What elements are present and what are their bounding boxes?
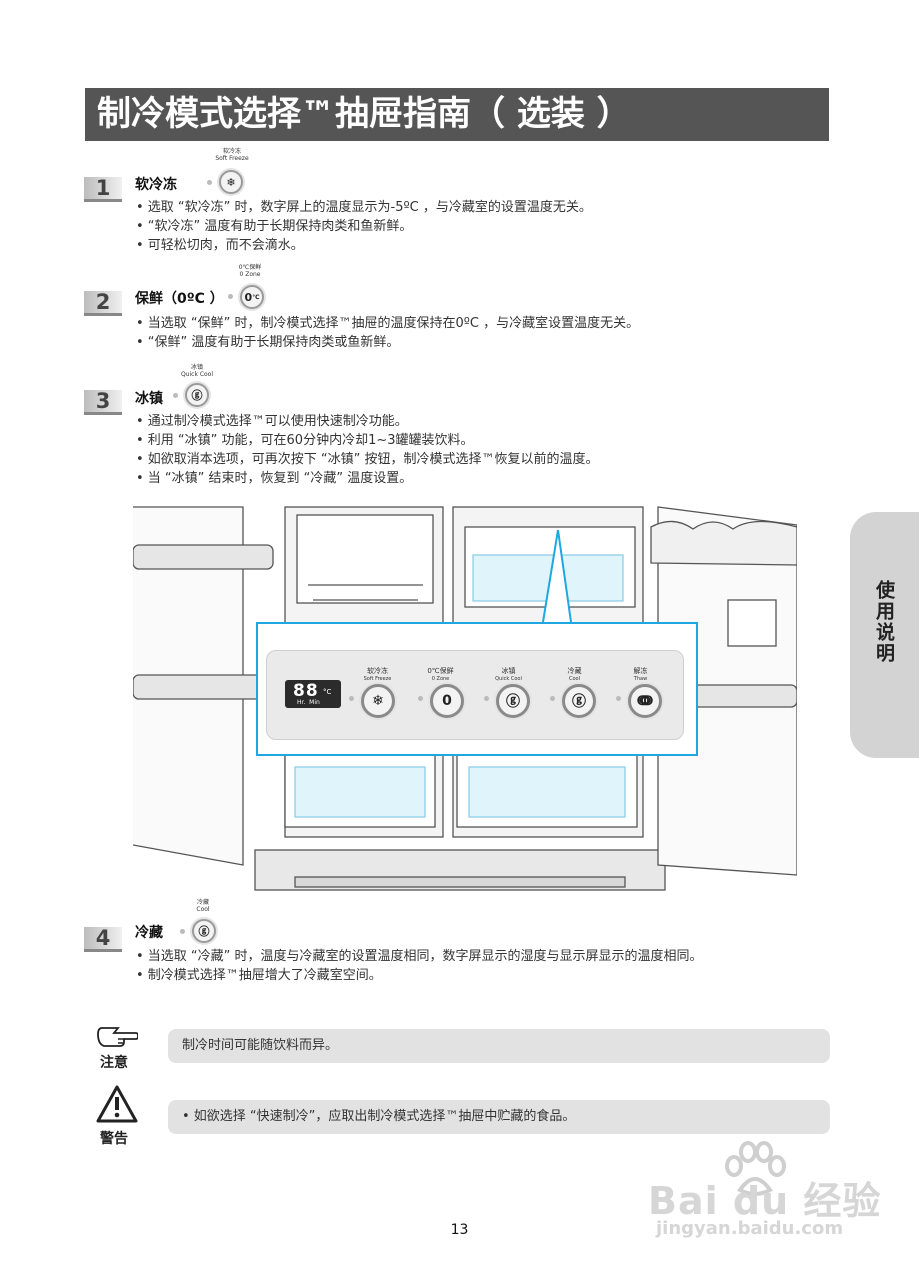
- step-2-bullets: • 当选取 “保鲜” 时，制冷模式选择™抽屉的温度保持在0ºC ，与冷藏室设置温…: [136, 316, 640, 350]
- cool-drop-icon: ⓖ: [192, 919, 216, 943]
- step-2-title: 保鲜（0ºC ）: [135, 291, 224, 307]
- panel-label-thaw: 解冻 Thaw: [633, 667, 648, 682]
- zero-zone-button[interactable]: 0: [430, 684, 464, 718]
- step-4-title: 冷藏: [135, 925, 163, 941]
- step-4-number: 4: [84, 927, 122, 952]
- panel-label-quick-cool: 冰镇 Quick Cool: [495, 667, 522, 682]
- warning-label: 警告: [100, 1131, 128, 1147]
- step-3-icon-label: 冰镇 Quick Cool: [180, 364, 214, 378]
- indicator-dot: [349, 696, 354, 701]
- panel-label-cool: 冷藏 Cool: [567, 667, 582, 682]
- caution-label: 注意: [100, 1055, 128, 1071]
- indicator-dot: [418, 696, 423, 701]
- warning-triangle-icon: [96, 1085, 138, 1123]
- panel-label-soft-freeze: 软冷冻 Soft Freeze: [363, 667, 392, 682]
- indicator-dot: [228, 294, 233, 299]
- step-1-bullets: • 选取 “软冷冻” 时，数字屏上的温度显示为-5ºC ，与冷藏室的设置温度无关…: [136, 200, 592, 253]
- paw-icon: [725, 1141, 786, 1196]
- page-number: 13: [450, 1222, 469, 1238]
- side-tab-label: 使用说明: [873, 580, 895, 664]
- step-2-icon-label: 0℃保鲜 0 Zone: [238, 264, 262, 278]
- step-3-title: 冰镇: [135, 391, 163, 407]
- zero-degree-icon: 0℃: [240, 285, 264, 309]
- step-3-number: 3: [84, 390, 122, 415]
- cool-button[interactable]: ⓖ: [562, 684, 596, 718]
- quick-cool-icon: ⓖ: [185, 383, 209, 407]
- snowflake-icon: ❄: [219, 170, 243, 194]
- baidu-watermark: Bai du 经验 jingyan.baidu.com: [648, 1140, 882, 1250]
- watermark-url: jingyan.baidu.com: [656, 1218, 844, 1239]
- thaw-button[interactable]: ↈ: [628, 684, 662, 718]
- quick-cool-button[interactable]: ⓖ: [496, 684, 530, 718]
- soft-freeze-button[interactable]: ❄: [361, 684, 395, 718]
- side-tab: [850, 512, 919, 758]
- caution-box: 制冷时间可能随饮料而异。: [168, 1029, 830, 1063]
- indicator-dot: [550, 696, 555, 701]
- page-title: 制冷模式选择™抽屉指南（ 选装 ）: [97, 94, 631, 134]
- step-4-bullets: • 当选取 “冷藏” 时，温度与冷藏室的设置温度相同，数字屏显示的湿度与显示屏显…: [136, 949, 703, 983]
- step-1-title: 软冷冻: [135, 177, 177, 193]
- step-4-icon-label: 冷藏 Cool: [196, 899, 210, 913]
- step-3-bullets: • 通过制冷模式选择™可以使用快速制冷功能。 • 利用 “冰镇” 功能，可在60…: [136, 414, 599, 486]
- step-1-number: 1: [84, 177, 122, 202]
- step-1-icon-label: 软冷冻 Soft Freeze: [215, 148, 249, 162]
- pointing-hand-icon: [97, 1027, 138, 1047]
- indicator-dot: [180, 929, 185, 934]
- panel-label-0-zone: 0℃保鲜 0 Zone: [427, 667, 454, 682]
- indicator-dot: [173, 393, 178, 398]
- indicator-dot: [616, 696, 621, 701]
- watermark-brand: Bai du 经验: [648, 1179, 882, 1223]
- indicator-dot: [207, 180, 212, 185]
- temperature-display: 88 °C Hr. Min: [285, 680, 341, 708]
- indicator-dot: [484, 696, 489, 701]
- warning-box: • 如欲选择 “快速制冷”，应取出制冷模式选择™抽屉中贮藏的食品。: [168, 1100, 830, 1134]
- header-bar: [85, 88, 829, 141]
- step-2-number: 2: [84, 291, 122, 316]
